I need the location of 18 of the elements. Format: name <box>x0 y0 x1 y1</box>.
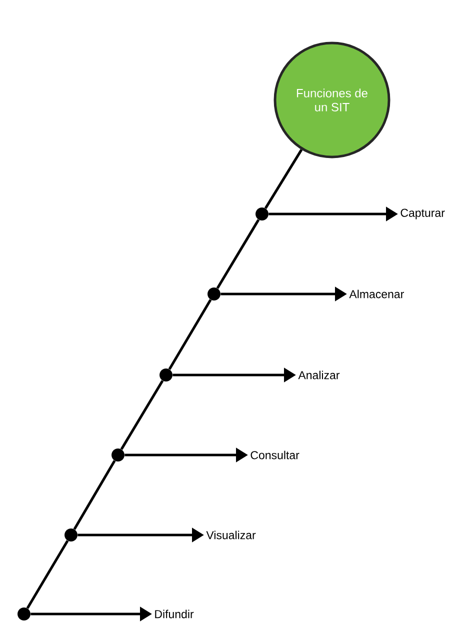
junction-dot <box>112 448 124 462</box>
junction-dot <box>208 288 220 300</box>
function-label: Capturar <box>400 208 445 220</box>
connector-line <box>26 540 69 609</box>
function-label: Consultar <box>250 450 300 460</box>
connector-line <box>264 148 303 209</box>
connector-line <box>120 380 164 450</box>
function-label: Difundir <box>155 610 194 618</box>
junction-dot <box>160 368 172 382</box>
connector-line <box>216 219 260 289</box>
function-label: Almacenar <box>349 290 404 298</box>
connector-line <box>73 460 116 530</box>
junction-dot <box>256 208 268 220</box>
function-label: Analizar <box>298 370 340 380</box>
connector-line <box>168 299 212 370</box>
junction-dot <box>64 528 78 542</box>
function-label: Visualizar <box>206 530 256 540</box>
junction-dot <box>18 608 30 620</box>
